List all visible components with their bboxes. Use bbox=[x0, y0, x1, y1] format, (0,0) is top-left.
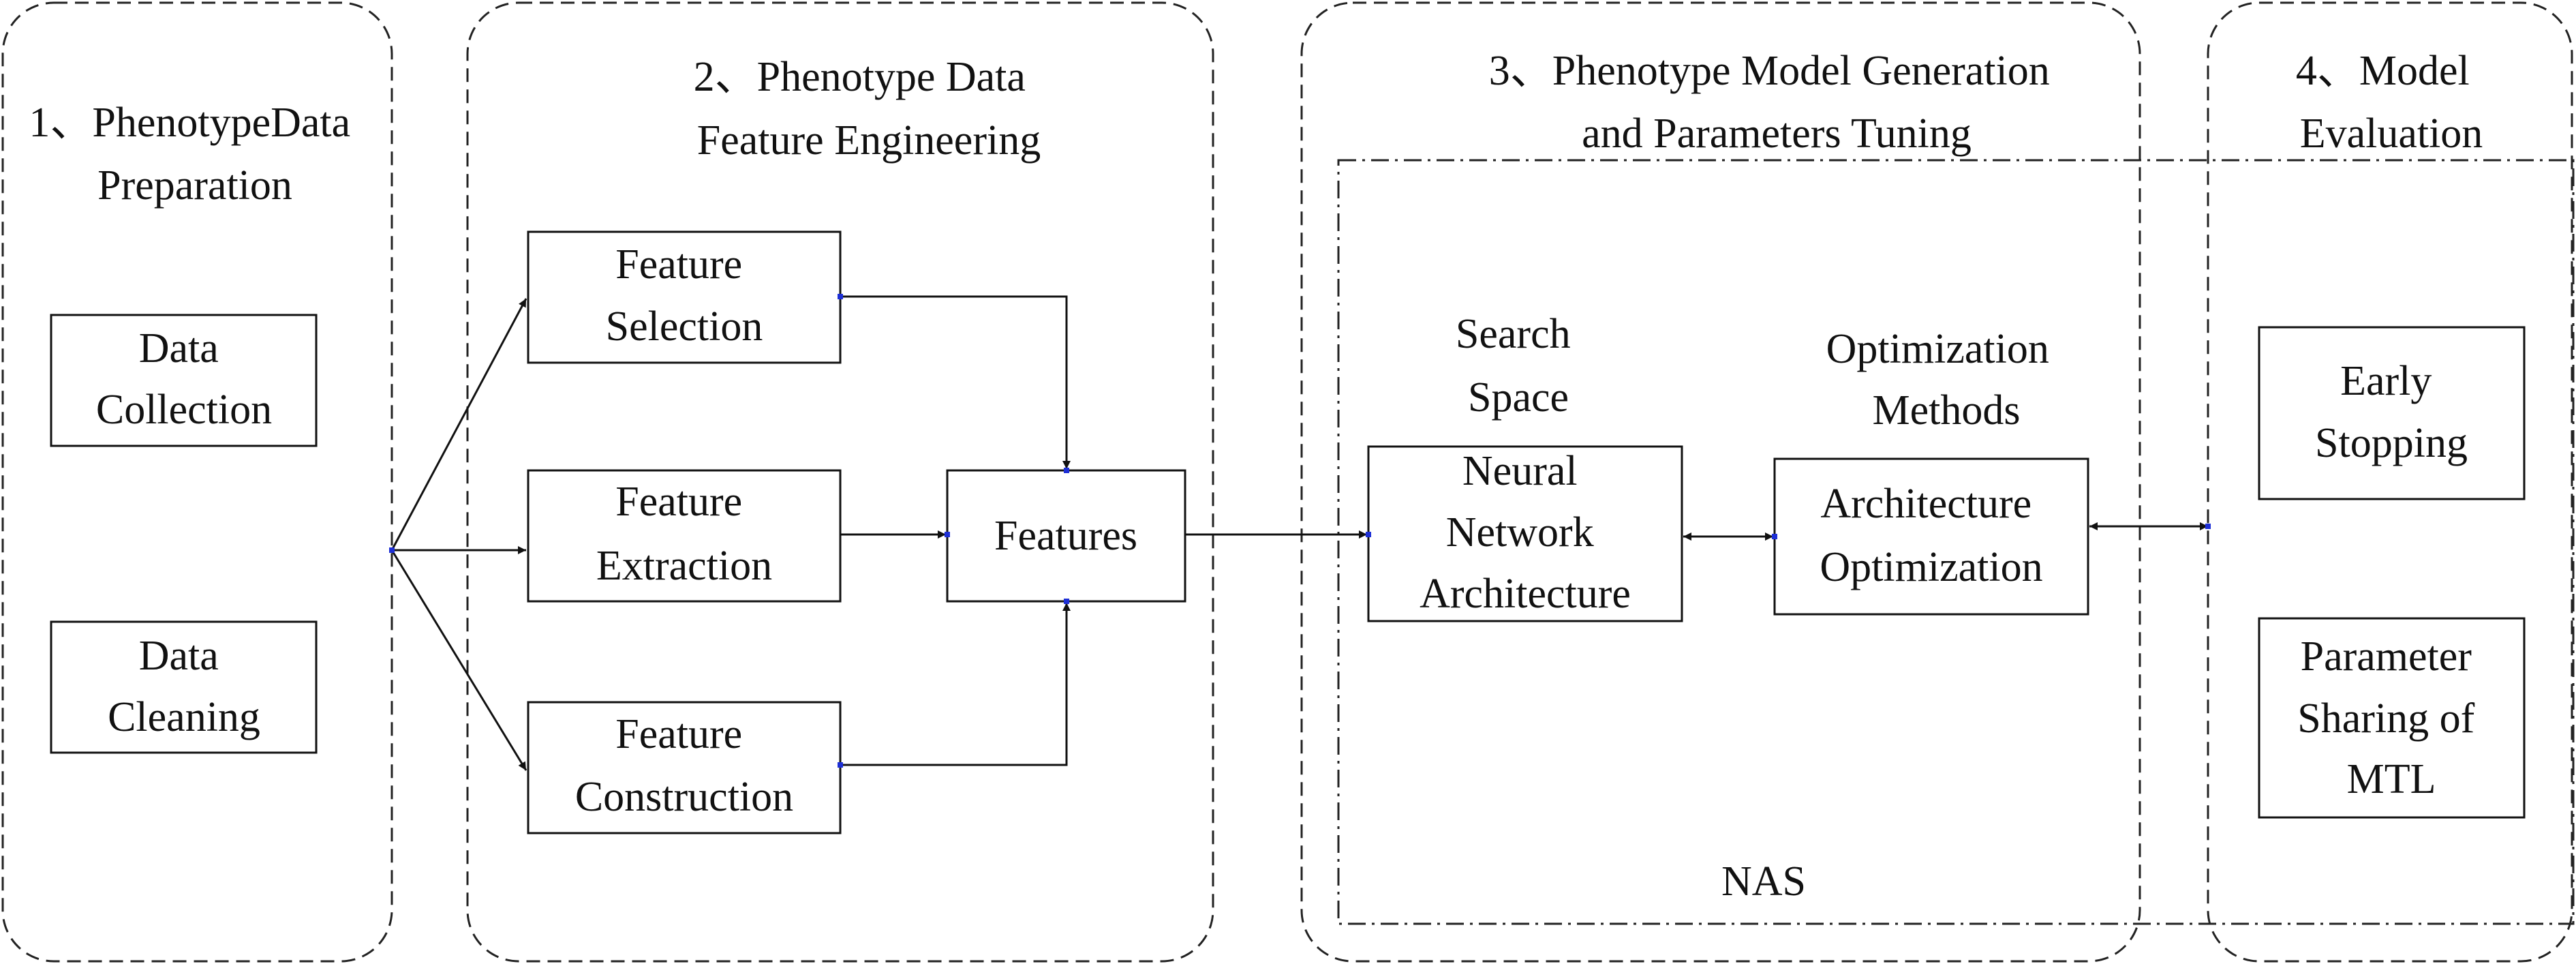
node-line: Architecture bbox=[1820, 481, 2031, 527]
edge-to-feature-selection bbox=[390, 298, 527, 551]
features-label: Features bbox=[994, 513, 1137, 559]
feature-extraction-label: Feature Extraction bbox=[596, 479, 772, 589]
stage-title-line: 3、Phenotype Model Generation bbox=[1489, 48, 2050, 94]
stage-4-title: 4、Model Evaluation bbox=[2296, 48, 2483, 157]
node-line: Selection bbox=[606, 303, 763, 350]
port bbox=[1366, 532, 1371, 537]
node-line: Cleaning bbox=[108, 694, 260, 740]
data-cleaning-label: Data Cleaning bbox=[108, 633, 260, 740]
node-line: Data bbox=[139, 325, 219, 372]
node-line: Sharing of bbox=[2297, 695, 2474, 742]
node-line: Feature bbox=[615, 241, 742, 288]
node-line: Data bbox=[139, 633, 219, 679]
connection-ports bbox=[389, 294, 2211, 768]
node-line: Network bbox=[1446, 509, 1594, 556]
search-space-label: Search Space bbox=[1456, 311, 1581, 421]
stage-3-title: 3、Phenotype Model Generation and Paramet… bbox=[1489, 48, 2061, 157]
edge-to-feature-construction bbox=[390, 549, 527, 771]
early-stopping-label: Early Stopping bbox=[2315, 358, 2468, 466]
connectors bbox=[390, 295, 2208, 771]
port bbox=[838, 762, 843, 768]
data-collection-label: Data Collection bbox=[96, 325, 272, 433]
stage-1-frame bbox=[1, 1, 393, 963]
label-line: Optimization bbox=[1826, 326, 2049, 372]
node-line: Feature bbox=[615, 711, 742, 757]
stage-title-line: and Parameters Tuning bbox=[1582, 110, 1972, 157]
node-texts: Data Collection Data Cleaning Feature Se… bbox=[96, 241, 2485, 820]
stage-2-frame bbox=[466, 1, 1214, 963]
parameter-sharing-box bbox=[2258, 617, 2526, 819]
node-line: Optimization bbox=[1820, 544, 2042, 590]
data-cleaning-box bbox=[50, 620, 318, 754]
stage-title-line: Preparation bbox=[97, 162, 292, 209]
feature-construction-label: Feature Construction bbox=[575, 711, 793, 820]
optimization-methods-label: Optimization Methods bbox=[1826, 326, 2060, 434]
stage-4-frame bbox=[2207, 1, 2573, 963]
edge-construction-to-features bbox=[840, 603, 1071, 766]
stage-2-title: 2、Phenotype Data Feature Engineering bbox=[694, 54, 1041, 164]
node-line: MTL bbox=[2347, 756, 2436, 802]
data-collection-box bbox=[50, 314, 318, 447]
node-boxes bbox=[50, 230, 2526, 834]
stage-3-frame bbox=[1300, 1, 2141, 963]
port bbox=[838, 294, 843, 299]
label-line: Search bbox=[1456, 311, 1571, 357]
port bbox=[389, 547, 395, 553]
parameter-sharing-label: Parameter Sharing of MTL bbox=[2297, 633, 2485, 802]
section-labels: Search Space Optimization Methods NAS bbox=[1456, 311, 2060, 905]
stage-title-line: 4、Model bbox=[2296, 48, 2470, 94]
feature-extraction-box bbox=[527, 469, 842, 603]
node-line: Stopping bbox=[2315, 420, 2468, 466]
node-line: Features bbox=[994, 513, 1137, 559]
node-line: Feature bbox=[615, 479, 742, 525]
port bbox=[2205, 524, 2211, 529]
node-line: Parameter bbox=[2301, 633, 2472, 680]
neural-network-architecture-label: Neural Network Architecture bbox=[1420, 448, 1631, 617]
node-line: Collection bbox=[96, 387, 272, 433]
neural-network-architecture-box bbox=[1367, 445, 1683, 622]
nas-label: NAS bbox=[1721, 858, 1806, 905]
port bbox=[1064, 599, 1069, 604]
feature-construction-box bbox=[527, 701, 842, 834]
feature-selection-box bbox=[527, 230, 842, 364]
architecture-optimization-label: Architecture Optimization bbox=[1820, 481, 2042, 590]
node-line: Neural bbox=[1462, 448, 1578, 494]
edge-selection-to-features bbox=[840, 295, 1071, 469]
port bbox=[945, 532, 950, 537]
stage-titles: 1、PhenotypeData Preparation 2、Phenotype … bbox=[29, 48, 2483, 209]
node-line: Extraction bbox=[596, 543, 772, 589]
label-line: Methods bbox=[1873, 387, 2021, 434]
nas-frame bbox=[1337, 159, 2575, 925]
early-stopping-box bbox=[2258, 326, 2526, 500]
node-line: Early bbox=[2340, 358, 2432, 404]
label-line: Space bbox=[1468, 374, 1569, 421]
stage-title-line: 1、PhenotypeData bbox=[29, 100, 350, 146]
stage-title-line: Feature Engineering bbox=[697, 117, 1041, 164]
node-line: Construction bbox=[575, 774, 793, 820]
feature-selection-label: Feature Selection bbox=[606, 241, 763, 350]
stage-1-title: 1、PhenotypeData Preparation bbox=[29, 100, 361, 209]
port bbox=[1772, 534, 1777, 539]
stage-title-line: Evaluation bbox=[2300, 110, 2483, 157]
node-line: Architecture bbox=[1420, 571, 1631, 617]
port bbox=[1064, 468, 1069, 473]
stage-title-line: 2、Phenotype Data bbox=[694, 54, 1026, 100]
